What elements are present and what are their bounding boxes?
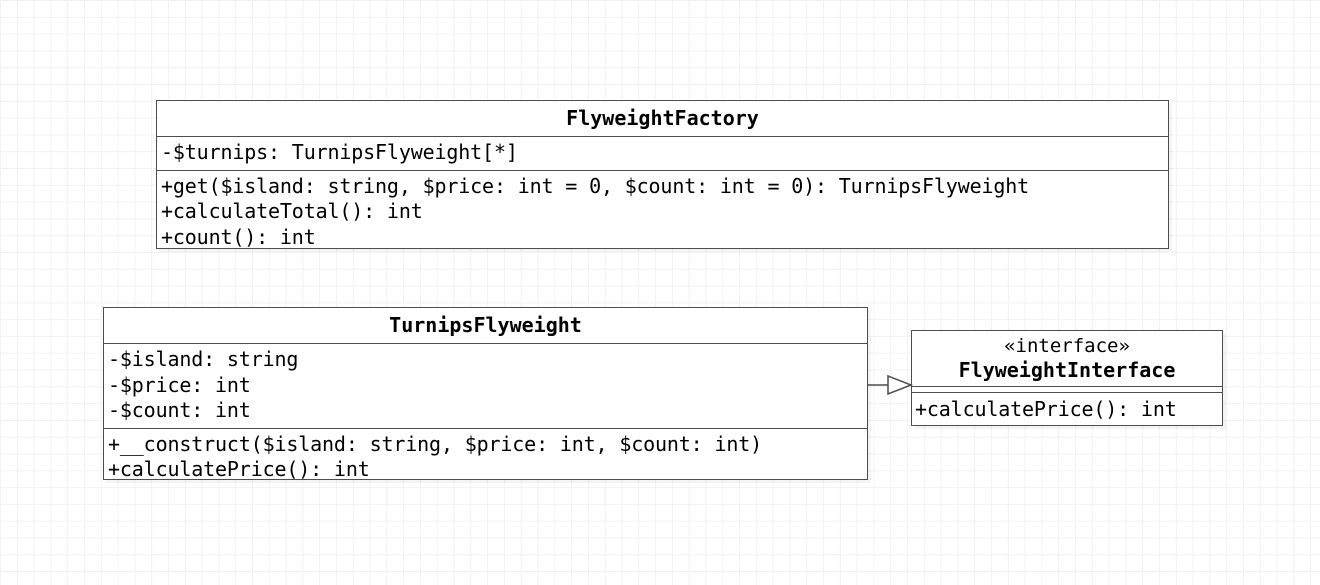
method-item: +calculateTotal(): int: [161, 199, 423, 223]
attribute-item: -$turnips: TurnipsFlyweight[*]: [161, 140, 518, 164]
methods-compartment-turnips-flyweight: +__construct($island: string, $price: in…: [104, 429, 867, 487]
attribute-item: -$price: int: [108, 372, 251, 397]
class-box-flyweight-interface[interactable]: «interface» FlyweightInterface +calculat…: [911, 330, 1223, 426]
stereotype-label: «interface»: [1004, 335, 1130, 357]
interface-name-label: FlyweightInterface: [958, 358, 1176, 382]
attributes-compartment-turnips-flyweight: -$island: string -$price: int -$count: i…: [104, 344, 867, 429]
methods-compartment-flyweight-interface: +calculatePrice(): int: [912, 393, 1222, 427]
class-title-turnips-flyweight: TurnipsFlyweight: [104, 308, 867, 344]
attributes-compartment-flyweight-factory: -$turnips: TurnipsFlyweight[*]: [157, 137, 1168, 171]
attribute-item: -$island: string: [108, 347, 299, 371]
class-title-flyweight-factory: FlyweightFactory: [157, 101, 1168, 137]
methods-compartment-flyweight-factory: +get($island: string, $price: int = 0, $…: [157, 171, 1168, 255]
method-item: +calculatePrice(): int: [108, 457, 370, 481]
class-box-flyweight-factory[interactable]: FlyweightFactory -$turnips: TurnipsFlywe…: [156, 100, 1169, 249]
class-title-flyweight-interface: «interface» FlyweightInterface: [912, 331, 1222, 387]
attribute-item: -$count: int: [108, 398, 251, 422]
attributes-compartment-flyweight-interface: [912, 387, 1222, 393]
method-item: +count(): int: [161, 224, 316, 249]
realization-connector-turnips-to-interface: [868, 374, 914, 396]
class-box-turnips-flyweight[interactable]: TurnipsFlyweight -$island: string -$pric…: [103, 307, 868, 481]
method-item: +calculatePrice(): int: [915, 397, 1177, 421]
method-item: +__construct($island: string, $price: in…: [108, 431, 763, 456]
hollow-triangle-arrowhead-icon: [887, 374, 914, 396]
method-item: +get($island: string, $price: int = 0, $…: [161, 173, 1030, 198]
